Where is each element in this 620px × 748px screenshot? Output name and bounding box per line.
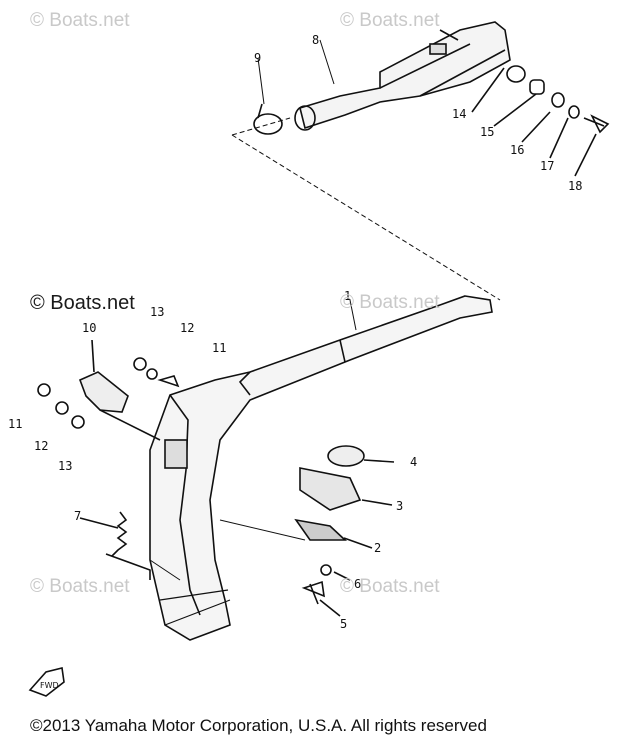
callout-14: 14 — [452, 107, 466, 121]
callout-6: 6 — [354, 577, 361, 591]
bolt-parts — [301, 564, 351, 617]
callout-9: 9 — [254, 51, 261, 65]
callout-15: 15 — [480, 125, 494, 139]
bracket-part — [37, 339, 180, 441]
spring-part — [79, 511, 151, 580]
callout-18: 18 — [568, 179, 582, 193]
expansion-chamber-part — [149, 295, 493, 641]
callout-13a: 13 — [150, 305, 164, 319]
muffler-part — [294, 21, 511, 131]
callout-3: 3 — [396, 499, 403, 513]
callout-11b: 11 — [8, 417, 22, 431]
callout-12b: 12 — [34, 439, 48, 453]
fwd-arrow-icon — [28, 667, 65, 697]
callout-12a: 12 — [180, 321, 194, 335]
callout-2: 2 — [374, 541, 381, 555]
clamp-part — [253, 103, 283, 135]
callout-10: 10 — [82, 321, 96, 335]
rear-fasteners — [471, 65, 610, 177]
watermark-top-left: © Boats.net — [30, 10, 130, 31]
callout-17: 17 — [540, 159, 554, 173]
callout-1: 1 — [344, 289, 351, 303]
callout-8: 8 — [312, 33, 319, 47]
callout-13b: 13 — [58, 459, 72, 473]
watermark-mid-right: © Boats.net — [340, 292, 440, 313]
gasket-parts — [294, 445, 395, 549]
callout-numbers: 1 2 3 4 5 6 7 8 9 10 11 12 13 11 12 13 1… — [8, 33, 582, 690]
callout-5: 5 — [340, 617, 347, 631]
assembly-line — [231, 117, 501, 301]
callout-11a: 11 — [212, 341, 226, 355]
callout-16: 16 — [510, 143, 524, 157]
watermark-bottom-left: © Boats.net — [30, 576, 130, 597]
copyright-notice: ©2013 Yamaha Motor Corporation, U.S.A. A… — [30, 716, 487, 735]
callout-7: 7 — [74, 509, 81, 523]
watermark-mid-left: © Boats.net — [30, 292, 135, 314]
watermark-top-right: © Boats.net — [340, 10, 440, 31]
watermark-bottom-right: © Boats.net — [340, 576, 440, 597]
fwd-label: FWD — [40, 681, 59, 690]
callout-4: 4 — [410, 455, 417, 469]
